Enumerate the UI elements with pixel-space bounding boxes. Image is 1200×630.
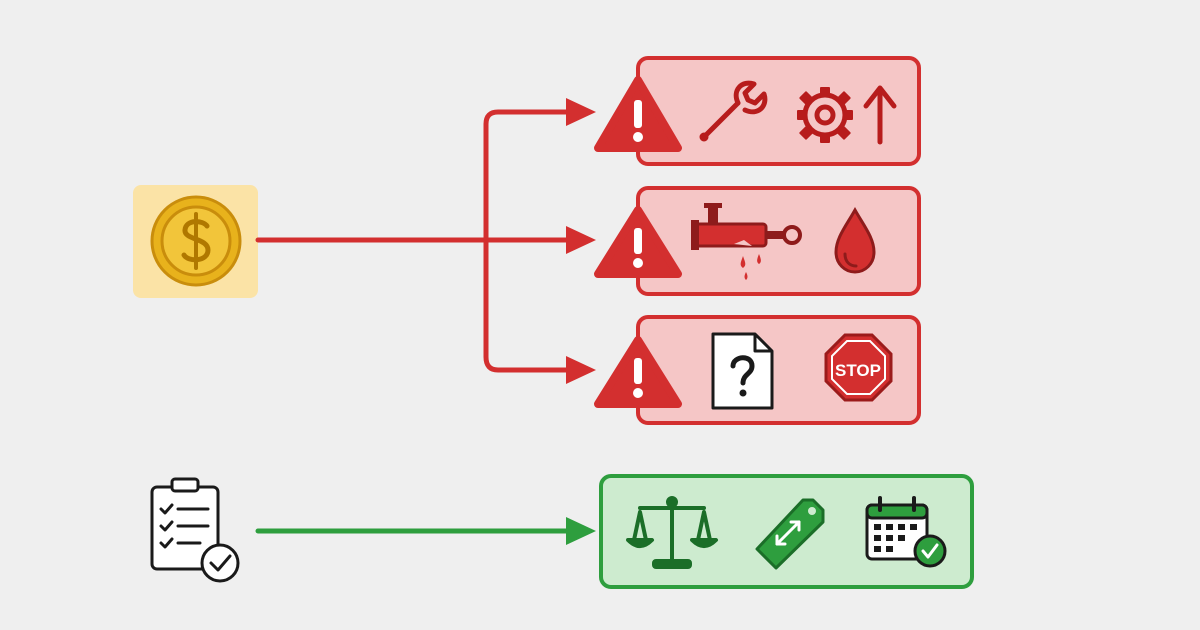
arrowhead-middle xyxy=(566,226,596,254)
arrowhead-bottom xyxy=(566,356,596,384)
connector-branch-bottom xyxy=(483,237,573,373)
risk-arrowheads xyxy=(566,98,596,384)
risk-box-maintenance xyxy=(594,56,921,166)
dollar-coin-node xyxy=(133,185,258,298)
risk-box-leak xyxy=(594,186,921,296)
unknown-document-icon xyxy=(711,332,774,410)
warning-triangle-icon xyxy=(594,336,682,408)
safe-connector xyxy=(255,517,596,545)
leaking-hydraulic-cylinder-icon xyxy=(691,203,802,280)
arrowhead-green xyxy=(566,517,596,545)
balance-scale-icon xyxy=(626,496,718,569)
wrench-icon xyxy=(699,80,768,142)
price-tag-icon xyxy=(755,498,825,570)
safe-box xyxy=(599,474,974,589)
connector-branch-top xyxy=(483,109,573,243)
blood-drop-icon xyxy=(834,206,876,274)
risk-connectors xyxy=(255,109,573,373)
gear-arrow-up-icon xyxy=(797,85,897,145)
dollar-coin-icon xyxy=(150,195,242,287)
calendar-check-icon xyxy=(865,496,947,568)
clipboard-checklist-icon xyxy=(150,477,240,583)
arrowhead-top xyxy=(566,98,596,126)
stop-sign-icon: STOP xyxy=(824,333,893,402)
warning-triangle-icon xyxy=(594,206,682,278)
stop-sign-label: STOP xyxy=(835,361,881,380)
risk-box-unknown: STOP xyxy=(594,315,921,425)
warning-triangle-icon xyxy=(594,76,682,152)
